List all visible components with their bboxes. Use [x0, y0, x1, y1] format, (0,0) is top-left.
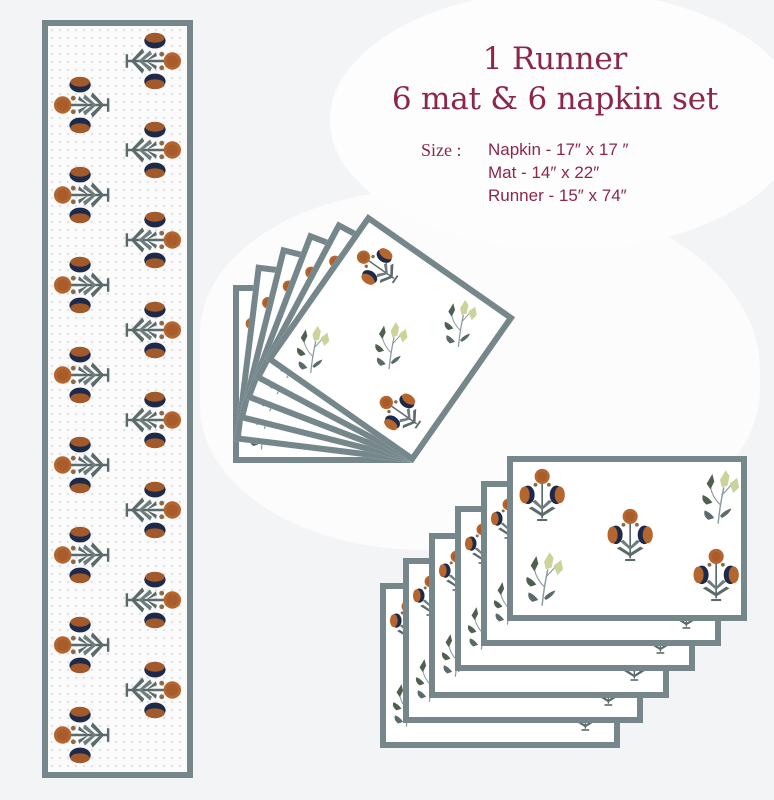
- marigold-icon: [125, 480, 183, 540]
- size-napkin: Napkin - 17″ x 17 ″: [488, 140, 629, 159]
- product-title-line1: 1 Runner: [482, 41, 628, 77]
- lily-icon: [525, 551, 564, 607]
- product-title-line2: 6 mat & 6 napkin set: [391, 81, 719, 117]
- marigold-icon: [52, 165, 110, 225]
- table-runner: [42, 20, 193, 778]
- lily-icon: [374, 321, 409, 370]
- marigold-icon: [52, 435, 110, 495]
- size-runner: Runner - 15″ x 74″: [488, 186, 627, 205]
- marigold-icon: [52, 525, 110, 585]
- marigold-icon: [52, 615, 110, 675]
- background-shape: [330, 0, 774, 250]
- size-mat: Mat - 14″ x 22″: [488, 163, 600, 182]
- size-label: Size :: [421, 140, 462, 160]
- marigold-icon: [125, 660, 183, 720]
- marigold-icon: [125, 120, 183, 180]
- marigold-icon: [692, 547, 740, 602]
- marigold-icon: [52, 705, 110, 765]
- lily-icon: [296, 325, 330, 374]
- marigold-icon: [52, 345, 110, 405]
- marigold-icon: [52, 255, 110, 315]
- marigold-icon: [125, 300, 183, 360]
- marigold-icon: [125, 31, 183, 91]
- marigold-icon: [125, 390, 183, 450]
- marigold-icon: [368, 381, 431, 442]
- marigold-icon: [518, 467, 566, 522]
- lily-icon: [701, 469, 740, 525]
- placemat-front: [507, 456, 747, 621]
- marigold-icon: [125, 210, 183, 270]
- marigold-icon: [345, 235, 408, 297]
- marigold-icon: [606, 507, 654, 562]
- marigold-icon: [125, 570, 183, 630]
- marigold-icon: [52, 75, 110, 135]
- lily-icon: [443, 299, 478, 348]
